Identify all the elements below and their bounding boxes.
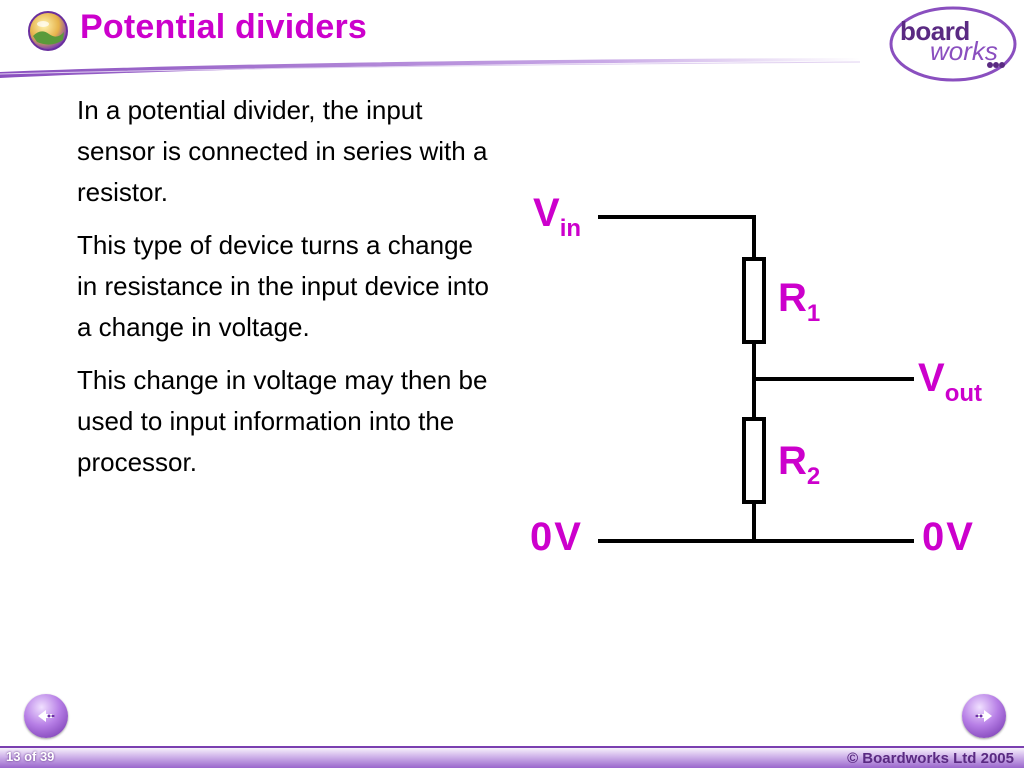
footer-divider — [0, 746, 1024, 748]
label-r1: R1 — [778, 276, 821, 327]
resistor-r2 — [742, 417, 766, 504]
label-vin: Vin — [533, 191, 582, 242]
next-slide-button[interactable] — [962, 694, 1006, 738]
globe-icon — [28, 11, 68, 51]
boardworks-logo — [889, 6, 1017, 82]
logo-text-works: works — [930, 36, 998, 66]
logo-dots-icon — [987, 62, 1005, 68]
previous-slide-button[interactable] — [24, 694, 68, 738]
page-title: Potential dividers — [80, 8, 368, 46]
arrow-right-icon — [975, 710, 992, 722]
paragraph-3: This change in voltage may then be used … — [77, 365, 488, 477]
potential-divider-circuit — [598, 215, 914, 543]
paragraph-2: This type of device turns a change in re… — [77, 230, 489, 342]
paragraph-1: In a potential divider, the input sensor… — [77, 95, 488, 207]
label-0v-right: 0V — [922, 515, 975, 559]
logo-text-board: board — [900, 16, 970, 46]
resistor-r1 — [742, 257, 766, 344]
arrow-left-icon — [38, 710, 55, 722]
label-0v-left: 0V — [530, 515, 583, 559]
label-vout: Vout — [918, 356, 982, 407]
footer-bar — [0, 746, 1024, 768]
title-underline — [0, 58, 860, 78]
page-counter: 13 of 39 — [6, 749, 55, 764]
explanation-text: In a potential divider, the input sensor… — [77, 90, 497, 495]
label-r2: R2 — [778, 439, 821, 490]
copyright-text: © Boardworks Ltd 2005 — [847, 750, 1014, 767]
